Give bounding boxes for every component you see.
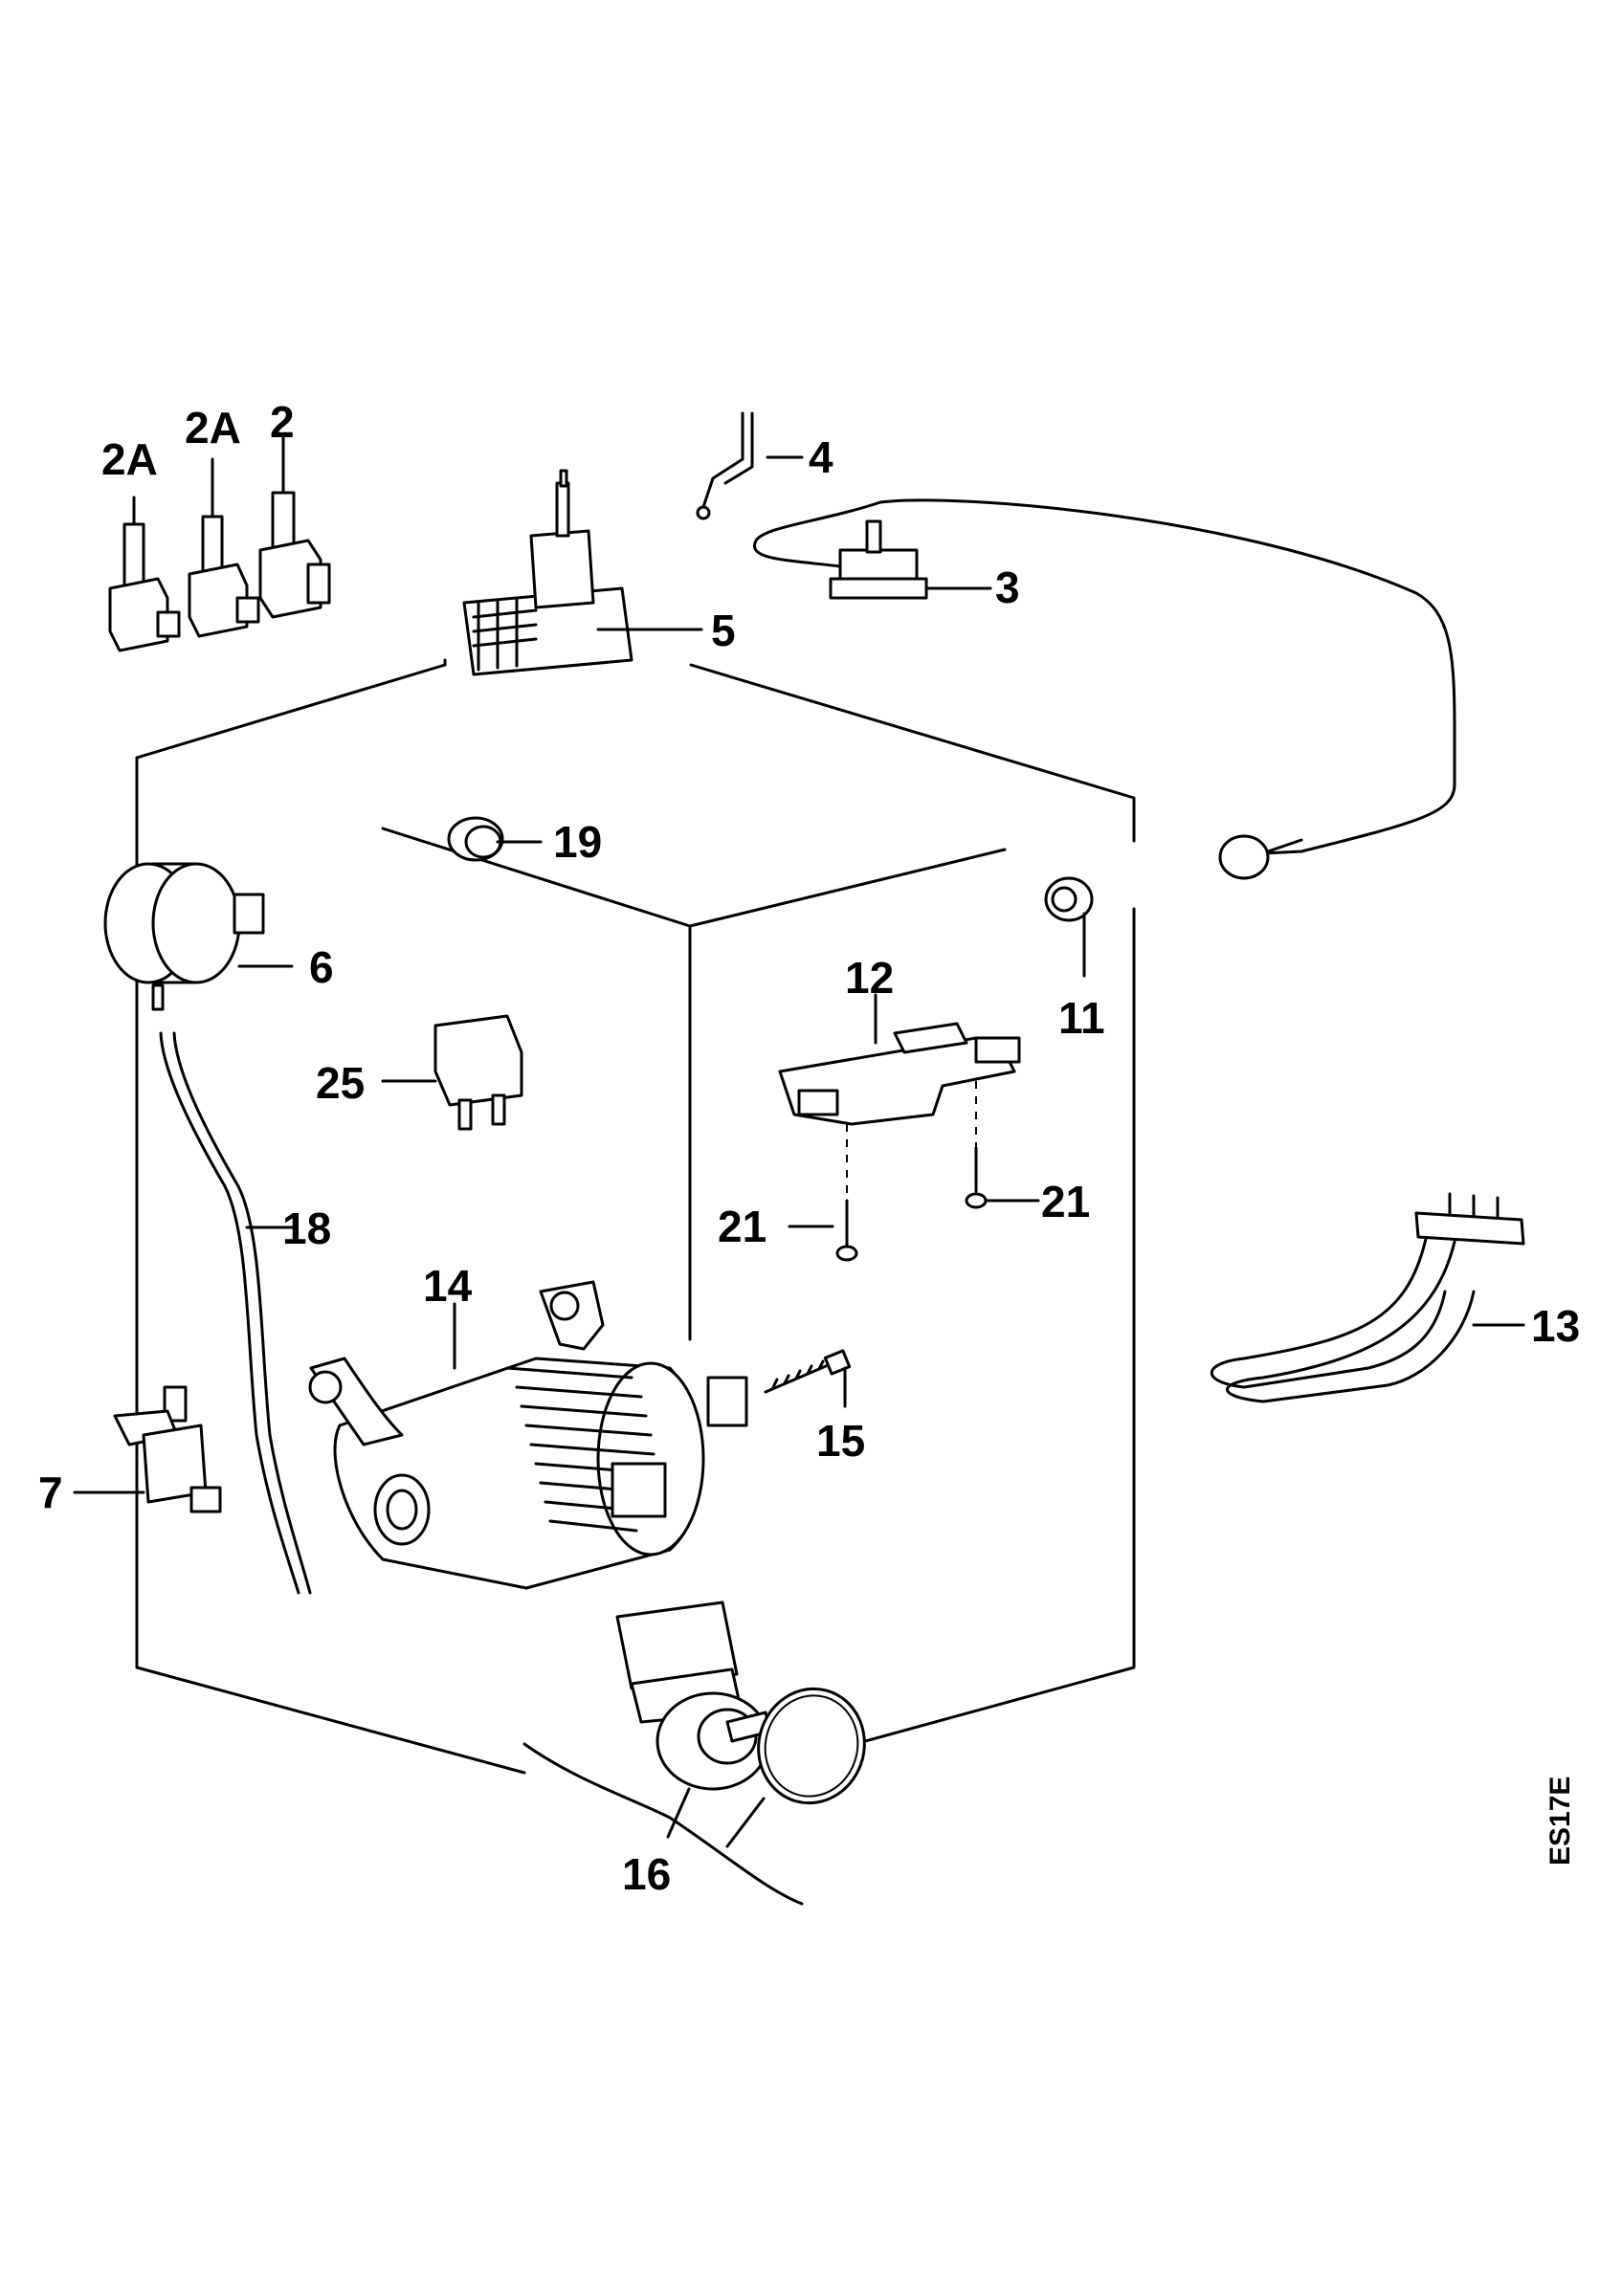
part-11-grommet	[1044, 876, 1094, 978]
label-part-25: 25	[316, 1058, 365, 1108]
label-part-15: 15	[816, 1416, 865, 1466]
label-part-21-right: 21	[1041, 1177, 1090, 1226]
part-16-drain-pump	[522, 1601, 866, 1906]
leader-lines	[443, 455, 992, 667]
part-2a-left-switch	[108, 496, 181, 652]
label-part-7: 7	[38, 1468, 63, 1517]
label-part-6: 6	[309, 942, 334, 992]
label-part-11: 11	[1058, 993, 1105, 1043]
part-2-switch	[258, 433, 331, 619]
label-part-3: 3	[995, 563, 1020, 612]
label-part-2a-left: 2A	[101, 434, 158, 484]
part-labels: 2A 2A 2 4 3 5 19 6 12 11 25 21 18 21 14 …	[38, 397, 1580, 1899]
part-14-motor	[308, 1280, 748, 1590]
part-19-grommet	[447, 816, 543, 862]
drawing-code: ES17E	[1544, 1777, 1576, 1866]
part-21-screws	[788, 1146, 1040, 1262]
label-part-5: 5	[711, 606, 736, 655]
part-2a-mid-switch	[188, 457, 260, 638]
label-part-13: 13	[1531, 1301, 1580, 1351]
label-part-18: 18	[282, 1203, 331, 1253]
part-13-heating-element	[1211, 1192, 1525, 1403]
part-4-sensor-wire	[696, 411, 754, 520]
part-7-water-valve	[73, 1385, 222, 1513]
label-part-2: 2	[270, 397, 295, 447]
label-part-19: 19	[553, 817, 602, 867]
part-6-pressure-switch	[103, 862, 294, 1011]
part-15-screw	[764, 1349, 852, 1408]
part-25-relay	[381, 1014, 523, 1131]
part-18-hose	[159, 1031, 312, 1595]
part-3-thermostat	[753, 498, 1456, 880]
part-12-door-lock	[778, 993, 1021, 1196]
label-part-2a-mid: 2A	[185, 403, 241, 453]
label-part-4: 4	[809, 432, 833, 482]
label-part-12: 12	[845, 953, 894, 1003]
label-part-21-left: 21	[718, 1202, 767, 1251]
label-part-16: 16	[622, 1849, 671, 1899]
part-5-timer	[462, 469, 633, 676]
label-part-14: 14	[423, 1261, 473, 1311]
